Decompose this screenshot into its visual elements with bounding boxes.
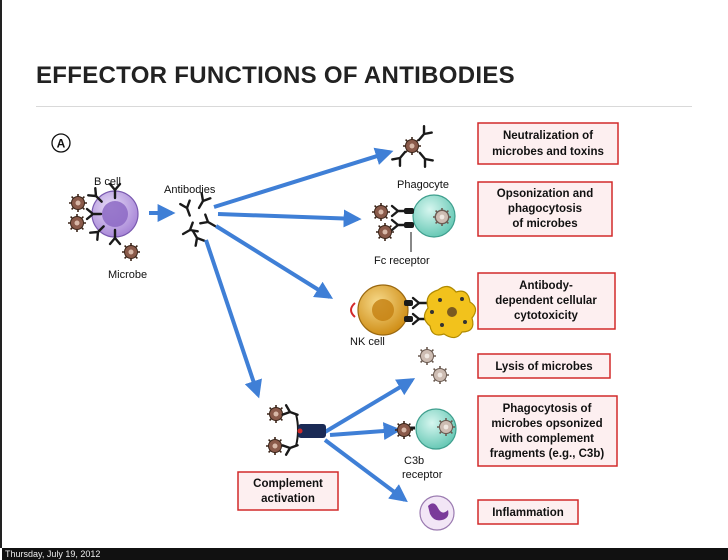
complement-line-1: Complement bbox=[253, 478, 323, 490]
neutralization-line-1: Neutralization of bbox=[503, 130, 593, 142]
function-opsonization-box: Opsonization and phagocytosis of microbe… bbox=[477, 181, 613, 237]
neutralization-line-2: microbes and toxins bbox=[492, 146, 604, 158]
opsonization-line-2: phagocytosis bbox=[508, 203, 582, 215]
target-cell bbox=[423, 285, 477, 339]
adcc-line-3: cytotoxicity bbox=[514, 310, 579, 322]
phagocyte bbox=[371, 194, 456, 242]
fc-receptor-label: Fc receptor bbox=[374, 255, 430, 267]
nk-cell bbox=[350, 284, 429, 336]
slide-footer: Thursday, July 19, 2012 bbox=[2, 548, 728, 560]
c3b-phagocytosis-line-1: Phagocytosis of bbox=[503, 403, 592, 415]
opsonization-line-3: of microbes bbox=[512, 218, 577, 230]
phagocyte-label: Phagocyte bbox=[397, 179, 449, 191]
complement-line-2: activation bbox=[261, 493, 315, 505]
function-c3b-phagocytosis-box: Phagocytosis of microbes opsonized with … bbox=[477, 395, 618, 467]
antibodies-label: Antibodies bbox=[164, 184, 216, 196]
arrow-to-complement bbox=[204, 239, 262, 399]
arrow-to-inflammation bbox=[323, 438, 408, 503]
adcc-line-1: Antibody- bbox=[519, 280, 573, 292]
c3b-phagocytosis-line-2: microbes opsonized bbox=[491, 418, 602, 430]
arrow-to-c3b-phagocytosis bbox=[329, 422, 402, 441]
slide-title: EFFECTOR FUNCTIONS OF ANTIBODIES bbox=[36, 62, 515, 89]
panel-label-text: A bbox=[57, 137, 66, 151]
c3b-receptor-label-line1: C3b bbox=[404, 455, 424, 467]
panel-label: A bbox=[51, 133, 71, 153]
footer-date: Thursday, July 19, 2012 bbox=[5, 549, 101, 559]
function-adcc-box: Antibody- dependent cellular cytotoxicit… bbox=[477, 272, 616, 330]
adcc-line-2: dependent cellular bbox=[495, 295, 597, 307]
b-cell-label: B cell bbox=[94, 176, 121, 188]
effector-arrows bbox=[204, 147, 416, 503]
antibodies-group bbox=[179, 192, 219, 247]
arrow-to-lysis bbox=[323, 378, 416, 434]
complement-cluster bbox=[265, 404, 326, 456]
title-underline bbox=[36, 106, 692, 107]
opsonization-line-1: Opsonization and bbox=[497, 188, 593, 200]
slide-left-border bbox=[0, 0, 2, 548]
neutralization-illustration bbox=[391, 124, 434, 169]
function-neutralization-box: Neutralization of microbes and toxins bbox=[477, 122, 619, 165]
lysis-illustration bbox=[417, 346, 450, 385]
c3b-phagocytosis-line-3: with complement bbox=[499, 433, 594, 445]
b-cell bbox=[85, 182, 139, 246]
function-inflammation-box: Inflammation bbox=[477, 499, 579, 525]
function-lysis-box: Lysis of microbes bbox=[477, 353, 611, 379]
nk-cell-label: NK cell bbox=[350, 336, 385, 348]
inflammation-line-1: Inflammation bbox=[492, 507, 564, 519]
effector-functions-diagram: A B cell Microbe Antibodi bbox=[51, 122, 619, 531]
microbe-label: Microbe bbox=[108, 269, 147, 281]
complement-activation-box: Complement activation bbox=[237, 471, 339, 511]
c3b-receptor-label-line2: receptor bbox=[402, 469, 443, 481]
arrow-to-neutralization bbox=[213, 147, 394, 209]
lysis-line-1: Lysis of microbes bbox=[495, 361, 592, 373]
c3b-phagocyte bbox=[394, 408, 457, 450]
inflammation-cell bbox=[419, 495, 455, 531]
arrow-to-opsonization bbox=[217, 209, 362, 228]
c3b-phagocytosis-line-4: fragments (e.g., C3b) bbox=[490, 448, 605, 460]
arrow-to-adcc bbox=[214, 224, 334, 299]
